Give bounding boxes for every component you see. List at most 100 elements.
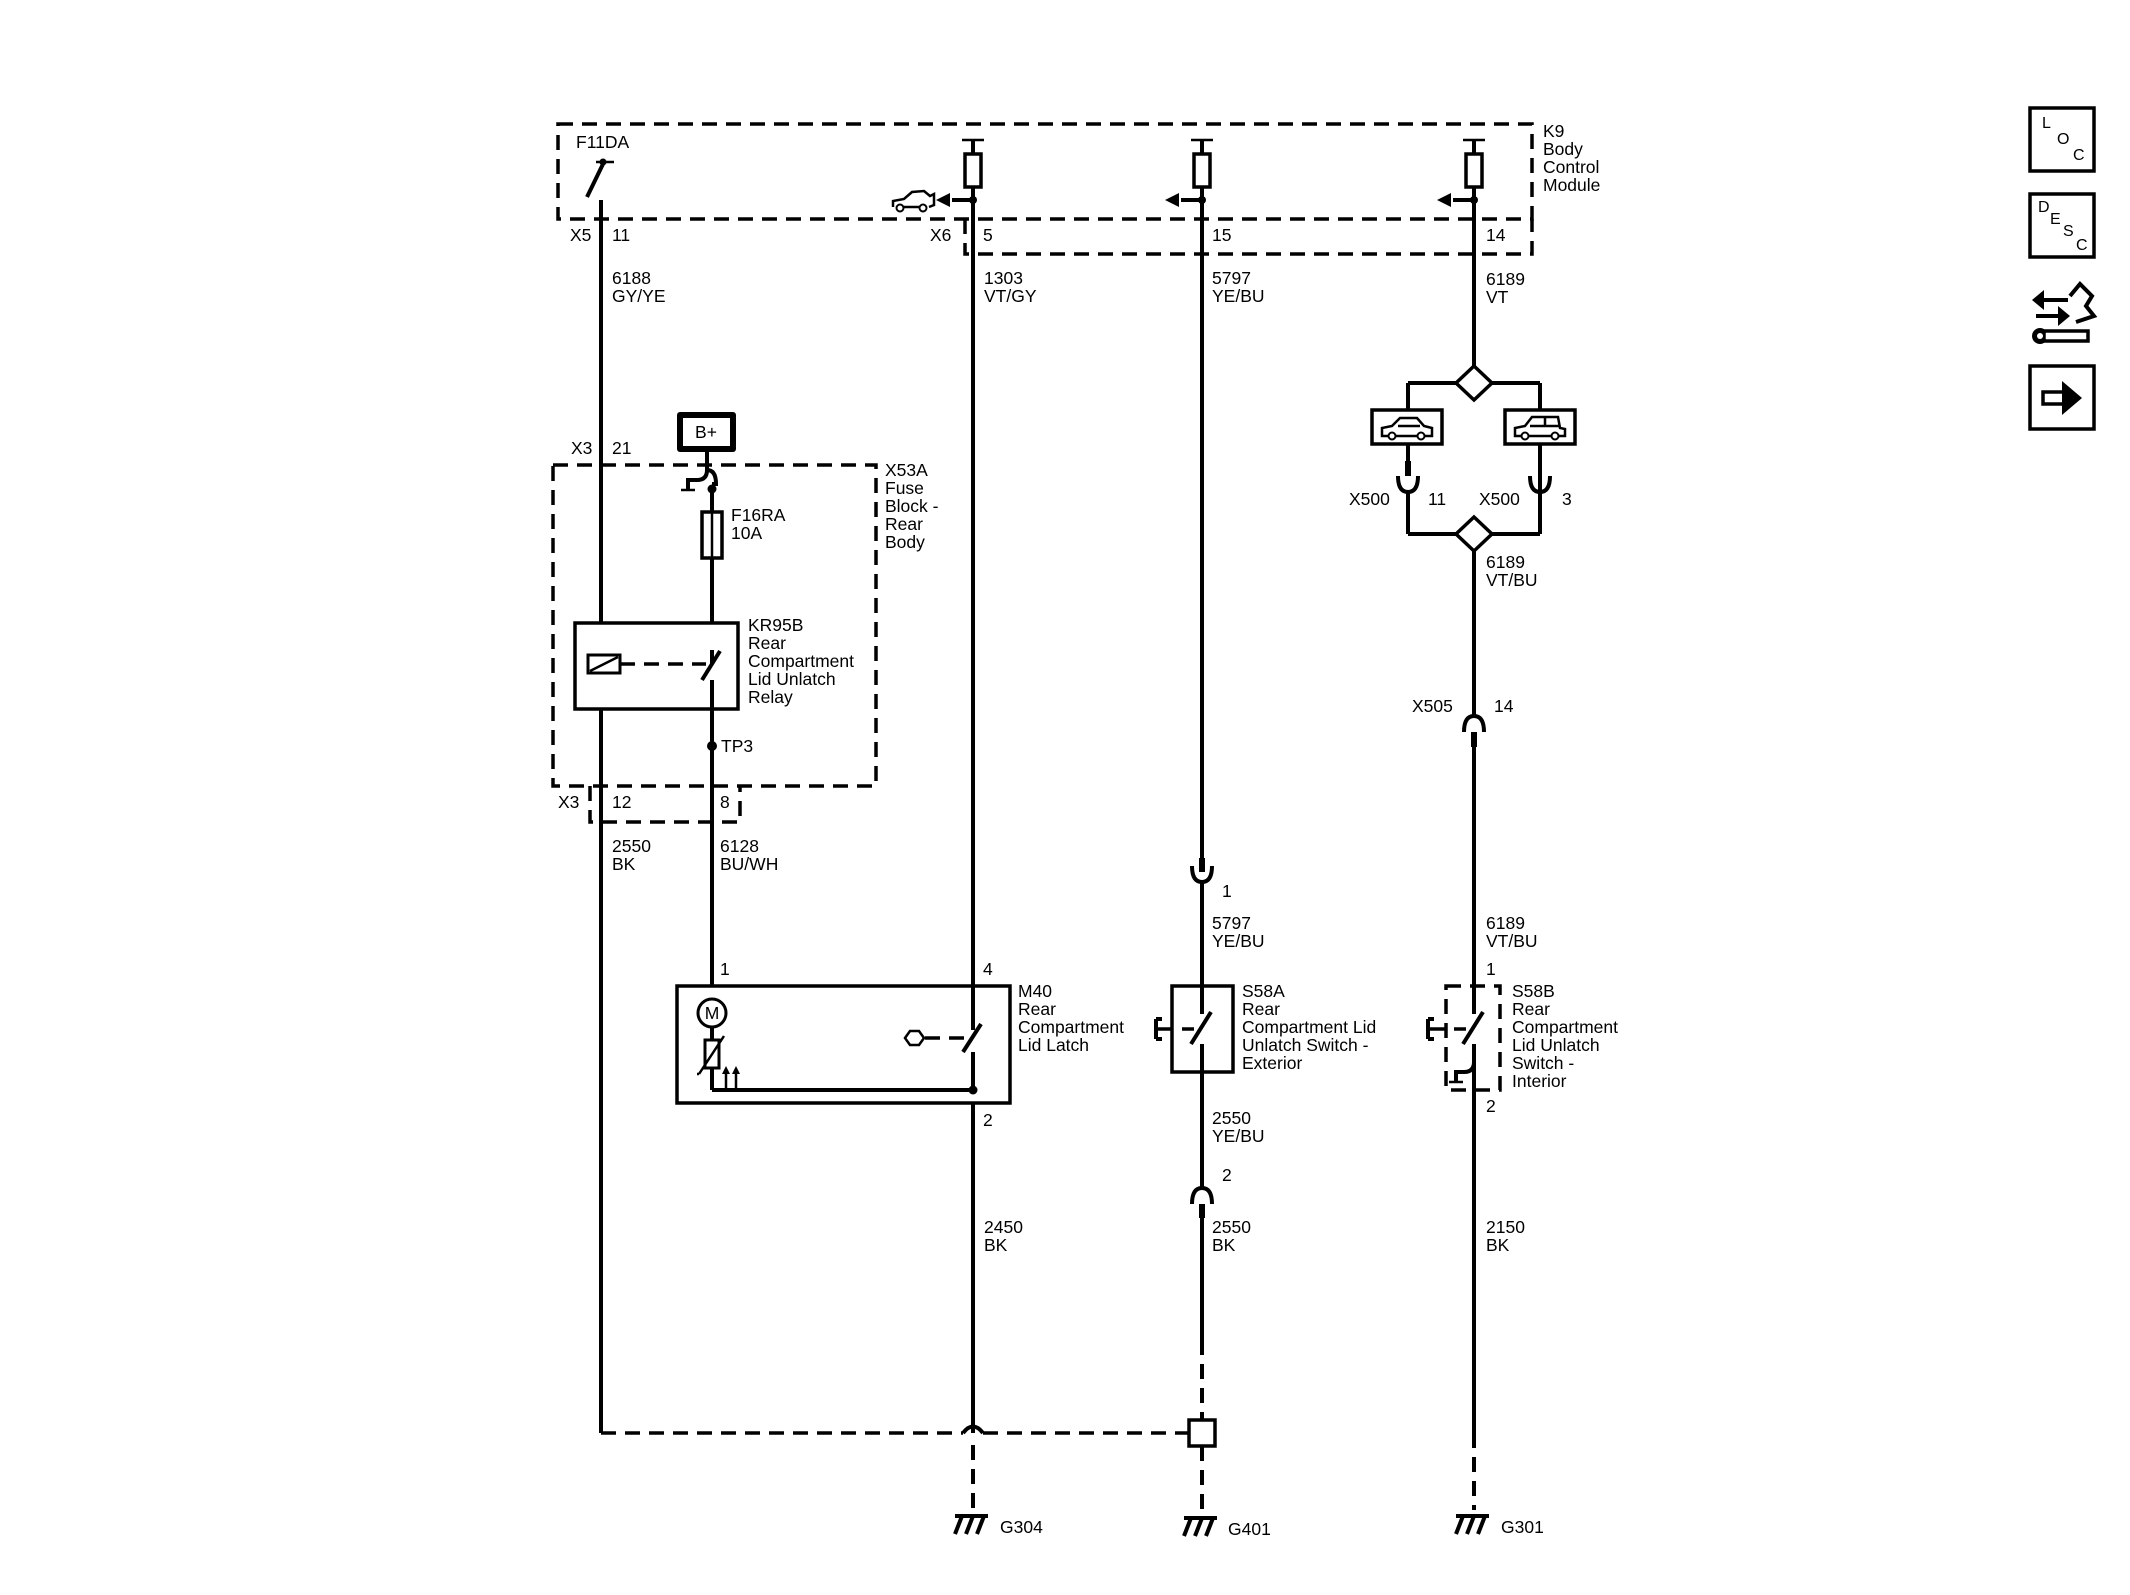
- wire-5797-label: 5797 YE/BU: [1212, 268, 1265, 306]
- k9-body-control-module: K9 Body Control Module: [556, 121, 1604, 256]
- wire-2550-bk-label: 2550 BK: [612, 836, 656, 874]
- splice-pack-icon: [1187, 1418, 1217, 1448]
- f11da-label: F11DA: [576, 132, 629, 152]
- wire-6189-vtbu-label: 6189 VT/BU: [1486, 552, 1538, 590]
- ground-splice-bus: [599, 1418, 1217, 1448]
- f16ra-label: F16RA 10A: [731, 505, 789, 543]
- ground-g401-label: G401: [1228, 1519, 1271, 1539]
- x500-left-label: X500: [1349, 489, 1390, 509]
- motor-label: M: [705, 1003, 720, 1023]
- loc-letter-o: O: [2057, 131, 2069, 148]
- wire-5797-ye-bu-label: 5797 YE/BU: [1212, 913, 1265, 951]
- s58b-pin-2: 2: [1486, 1096, 1496, 1116]
- k9-label: K9 Body Control Module: [1543, 121, 1604, 195]
- x6-connector-label: X6: [930, 225, 951, 245]
- f11da-fuse: F11DA: [576, 132, 629, 198]
- s58a-connector-pin-2: 2: [1222, 1165, 1232, 1185]
- x3-bottom-label: X3: [558, 792, 579, 812]
- k9-output-driver-15: [1165, 138, 1213, 207]
- push-button-icon: [1154, 1017, 1162, 1041]
- x6-pin-5-label: 5: [983, 225, 993, 245]
- s58b-label: S58B Rear Compartment Lid Unlatch Switch…: [1512, 981, 1623, 1091]
- tp3-test-point: TP3 6128 BU/WH: [707, 736, 778, 1003]
- hatchback-icon: [1513, 415, 1567, 438]
- kr95b-rear-compartment-lid-unlatch-relay: KR95B Rear Compartment Lid Unlatch Relay: [573, 615, 859, 746]
- loc-letter-c: C: [2073, 147, 2085, 164]
- x3-top-label: X3: [571, 438, 592, 458]
- battery-label: B+: [695, 422, 717, 442]
- s58a-connector-pin-1: 1: [1222, 881, 1232, 901]
- desc-letter-d: D: [2038, 199, 2050, 216]
- m40-pin-1: 1: [720, 959, 730, 979]
- wire-6188-run: 6188 GY/YE 2550 BK: [599, 200, 666, 1433]
- wire-6189-run: 6189 VT: [1472, 200, 1530, 366]
- x505-label: X505: [1412, 696, 1453, 716]
- option-split-top: [1406, 363, 1542, 410]
- x6-pin-15-label: 15: [1212, 225, 1231, 245]
- ground-g304: G304: [953, 1445, 1043, 1537]
- s58a-rear-compartment-lid-unlatch-switch-exterior: S58A Rear Compartment Lid Unlatch Switch…: [1154, 981, 1381, 1188]
- wire-6189-vt-bu-label-2: 6189 VT/BU: [1486, 913, 1538, 951]
- wire-2150-label: 2150 BK: [1486, 1217, 1530, 1255]
- s58b-pin-1: 1: [1486, 959, 1496, 979]
- k9-output-driver-5: [891, 138, 984, 213]
- x500-right-label: X500: [1479, 489, 1520, 509]
- x3-bottom-pin-8: 8: [720, 792, 730, 812]
- m40-pin-2: 2: [983, 1110, 993, 1130]
- connector-repair-icon: [2032, 281, 2098, 344]
- latch-actuator-icon: [903, 1029, 926, 1047]
- k9-connector-labels: X5 11 X6 5 15 14: [570, 225, 1506, 245]
- wire-5797-run: 5797 YE/BU: [1200, 200, 1265, 858]
- s58a-inline-connector-1: 1 5797 YE/BU: [1190, 858, 1265, 986]
- next-page-arrow-icon: [2041, 381, 2082, 415]
- next-page-button[interactable]: [2028, 364, 2096, 431]
- x500-connector-labels: X500 11 X500 3: [1349, 489, 1572, 509]
- x53a-label: X53A Fuse Block - Rear Body: [885, 460, 943, 552]
- m40-label: M40 Rear Compartment Lid Latch: [1018, 981, 1129, 1055]
- m40-rear-compartment-lid-latch: 1 4 2 M M40 Rear Compartment Lid Latch: [675, 959, 1129, 1433]
- wire-6188-label: 6188 GY/YE: [612, 268, 666, 306]
- hatchback-variant-right: [1503, 408, 1577, 534]
- x505-inline-connector: X505 14: [1412, 696, 1514, 985]
- wire-6128-label: 6128 BU/WH: [720, 836, 778, 874]
- loc-letter-l: L: [2042, 115, 2051, 132]
- desc-letter-e: E: [2050, 211, 2061, 228]
- desc-letter-s: S: [2063, 223, 2074, 240]
- x53a-fuse-block-rear-body: X53A Fuse Block - Rear Body X3 21 X3 12 …: [551, 438, 943, 824]
- sedan-icon: [1380, 416, 1434, 438]
- k9-output-driver-14: [1437, 138, 1485, 207]
- s58a-label: S58A Rear Compartment Lid Unlatch Switch…: [1242, 981, 1381, 1073]
- x500-left-pin: 11: [1428, 489, 1446, 509]
- wire-2550-bk-label-2: 2550 BK: [1212, 1217, 1256, 1255]
- x3-bottom-pin-12: 12: [612, 792, 631, 812]
- kr95b-label: KR95B Rear Compartment Lid Unlatch Relay: [748, 615, 859, 707]
- option-split-bottom: 6189 VT/BU: [1408, 514, 1540, 716]
- wire-2550-ye-bu-label: 2550 YE/BU: [1212, 1108, 1265, 1146]
- s58b-rear-compartment-lid-unlatch-switch-interior: 6189 VT/BU 1 2 S58B Rear Compartment Lid…: [1426, 913, 1623, 1433]
- wire-1303-run: 1303 VT/GY: [971, 200, 1037, 986]
- ground-g401: G401: [1182, 1446, 1271, 1539]
- wire-1303-label: 1303 VT/GY: [984, 268, 1037, 306]
- x6-pin-14-label: 14: [1486, 225, 1506, 245]
- x505-pin: 14: [1494, 696, 1514, 716]
- tp3-label: TP3: [721, 736, 753, 756]
- x5-pin-label: 11: [612, 225, 630, 245]
- desc-letter-c: C: [2076, 237, 2088, 254]
- x5-connector-label: X5: [570, 225, 591, 245]
- wire-2450-label: 2450 BK: [984, 1217, 1028, 1255]
- loc-button[interactable]: L O C: [2028, 106, 2096, 173]
- x3-top-pin: 21: [612, 438, 631, 458]
- connector-repair-button[interactable]: [2030, 278, 2098, 348]
- m40-pin-4: 4: [983, 959, 993, 979]
- ground-g301-label: G301: [1501, 1517, 1544, 1537]
- wire-6189-vt-label: 6189 VT: [1486, 269, 1530, 307]
- ground-g301: G301: [1454, 1433, 1544, 1537]
- battery-positive-source: B+: [677, 412, 736, 512]
- x500-right-pin: 3: [1562, 489, 1572, 509]
- push-button-icon-2: [1426, 1017, 1434, 1041]
- ground-g304-label: G304: [1000, 1517, 1043, 1537]
- sedan-variant-left: [1370, 408, 1444, 534]
- s58a-inline-connector-2: 2 2550 BK: [1190, 1165, 1256, 1420]
- desc-button[interactable]: D E S C: [2028, 192, 2096, 259]
